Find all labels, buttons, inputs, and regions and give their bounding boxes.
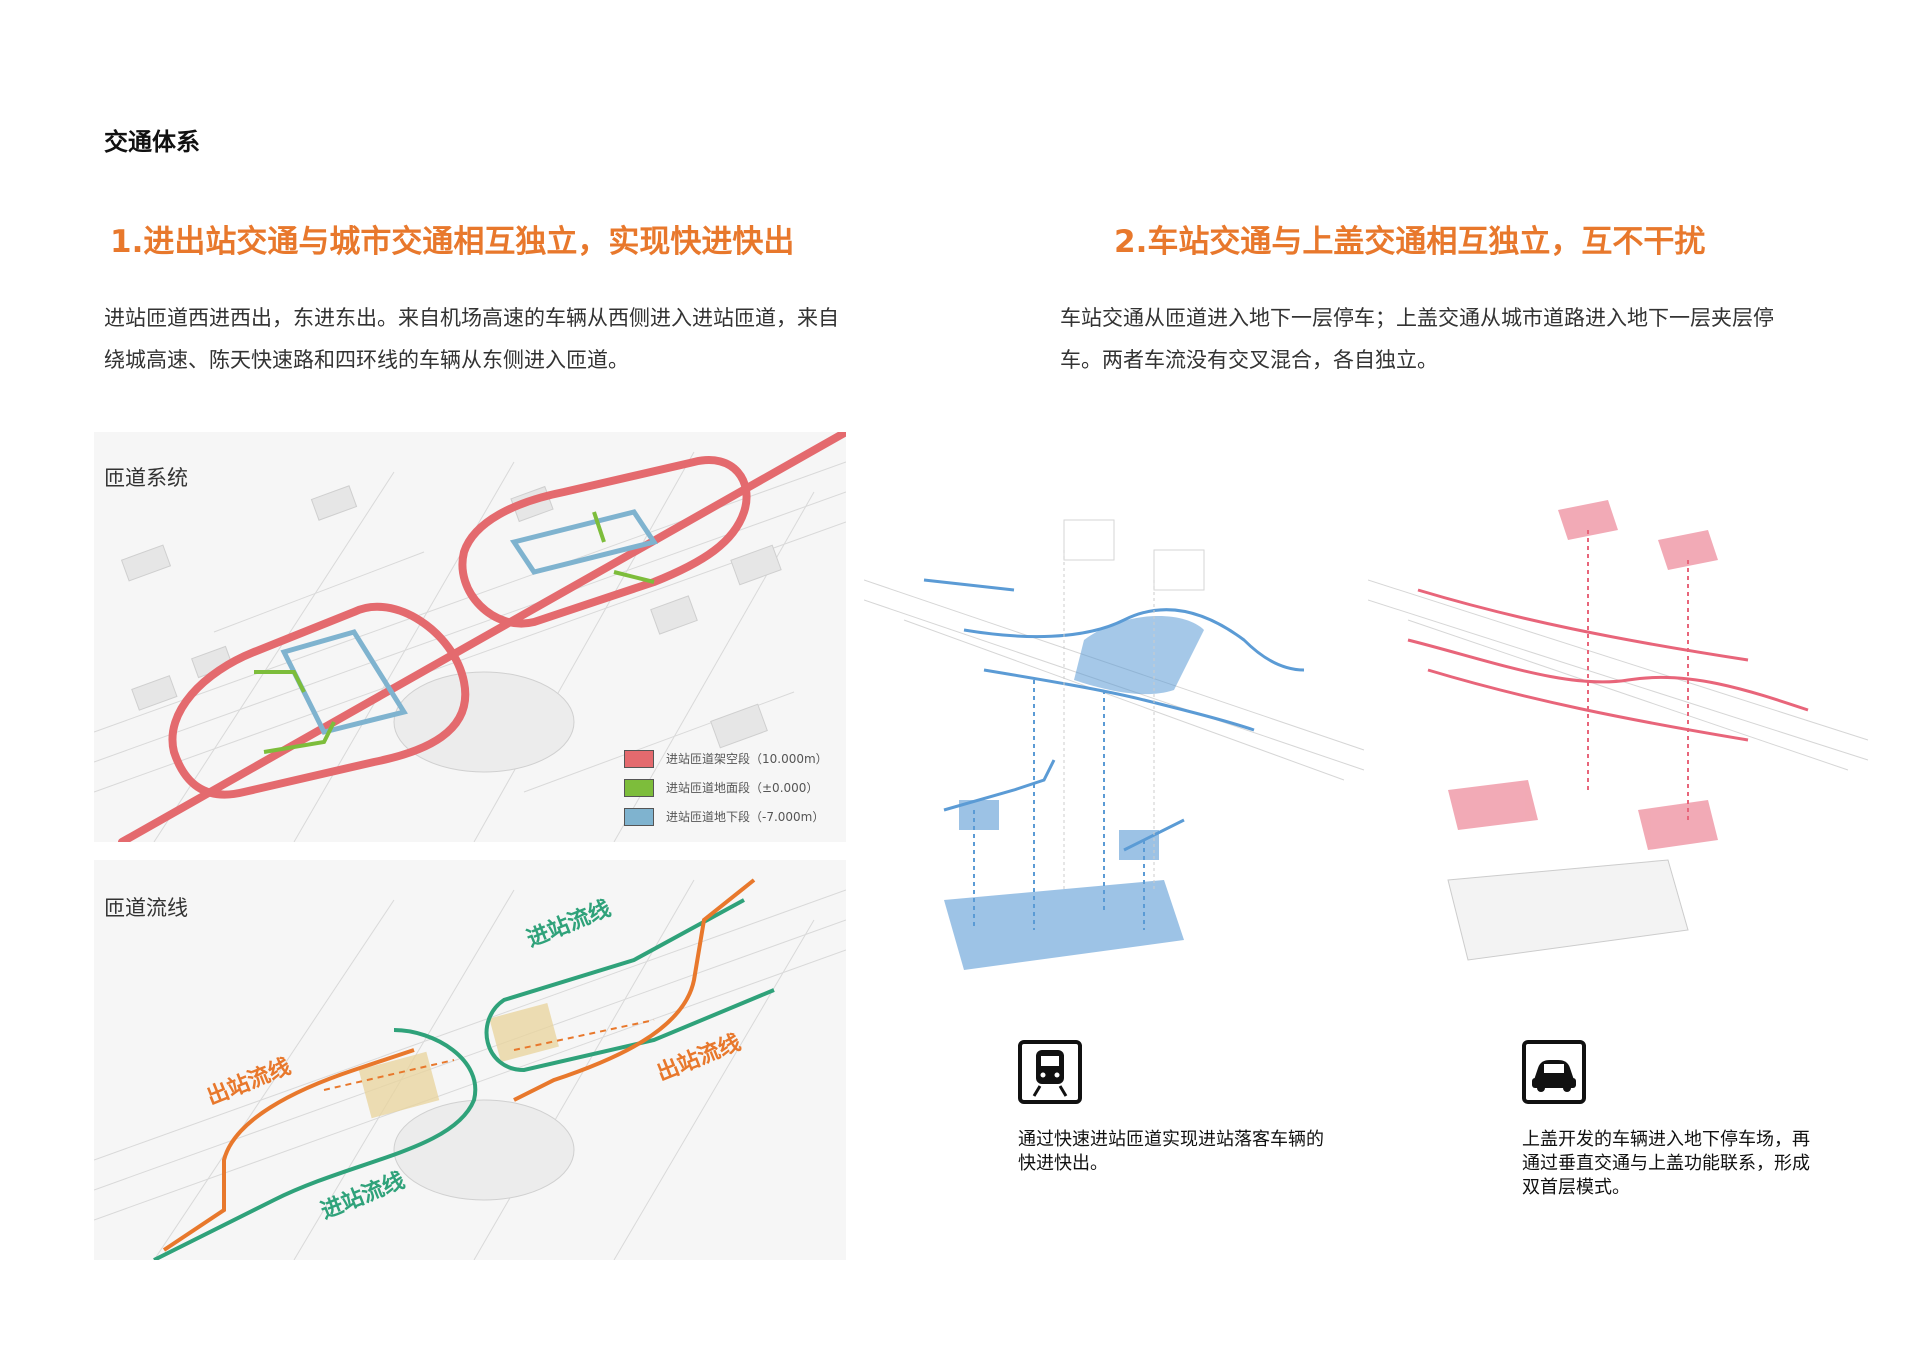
section1-body: 进站匝道西进西出，东进东出。来自机场高速的车辆从西侧进入进站匝道，来自绕城高速、… (104, 306, 839, 372)
podium-caption: 上盖开发的车辆进入地下停车场，再通过垂直交通与上盖功能联系，形成双首层模式。 (1522, 1129, 1810, 1198)
legend-item-ground: 进站匝道地面段（±0.000） (624, 773, 844, 802)
station-traffic-diagram (864, 519, 1365, 970)
station-caption: 通过快速进站匝道实现进站落客车辆的快进快出。 (1018, 1129, 1324, 1174)
ramp-system-label: 匝道系统 (104, 466, 188, 490)
legend-item-elevated: 进站匝道架空段（10.000m） (624, 744, 844, 773)
legend-item-underground: 进站匝道地下段（-7.000m） (624, 802, 844, 831)
ramp-flow-label: 匝道流线 (104, 896, 188, 920)
section1-heading: 1.进出站交通与城市交通相互独立，实现快进快出 (110, 224, 795, 260)
podium-traffic-diagram (1368, 500, 1869, 961)
ramp-system-map (94, 432, 846, 842)
ramp-legend: 进站匝道架空段（10.000m） 进站匝道地面段（±0.000） 进站匝道地下段… (624, 744, 844, 831)
train-icon (1018, 1040, 1082, 1104)
section2-heading: 2.车站交通与上盖交通相互独立，互不干扰 (1114, 224, 1706, 260)
ramp-flow-map (94, 860, 846, 1260)
section2-body: 车站交通从匝道进入地下一层停车；上盖交通从城市道路进入地下一层夹层停车。两者车流… (1060, 306, 1774, 372)
car-icon (1522, 1040, 1586, 1104)
page-title: 交通体系 (104, 128, 200, 156)
